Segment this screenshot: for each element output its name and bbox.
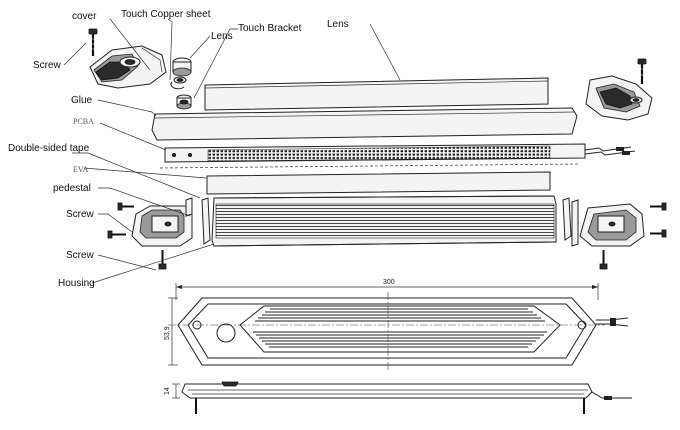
pedestal-right	[571, 199, 645, 247]
label-lens-small: Lens	[211, 31, 233, 42]
eva-strip	[206, 171, 551, 195]
double-sided-tape	[159, 163, 581, 169]
dimension-height: 14	[164, 387, 171, 395]
label-cover: cover	[72, 11, 97, 22]
dimension-length: 300	[383, 279, 395, 286]
label-lens-top: Lens	[327, 19, 349, 30]
screw-mid-left-1	[117, 202, 134, 211]
screw-bottom-right	[599, 250, 608, 270]
label-screw-bottom: Screw	[66, 250, 95, 261]
label-touch-bracket: Touch Bracket	[238, 23, 302, 34]
label-screw-top: Screw	[33, 60, 62, 71]
screw-mid-right-2	[650, 229, 667, 238]
housing-extrusion	[201, 195, 572, 247]
pedestal-left	[131, 197, 193, 247]
dimension-width: 53.9	[164, 326, 171, 340]
screw-mid-left-2	[107, 230, 126, 239]
lens-strip	[204, 77, 549, 111]
label-glue: Glue	[71, 95, 93, 106]
label-touch-copper-sheet: Touch Copper sheet	[121, 9, 211, 20]
screw-top-right	[637, 58, 647, 84]
screw-bottom-left	[158, 250, 167, 270]
pcba-board	[164, 143, 636, 163]
label-eva: EVA	[73, 165, 89, 174]
label-housing: Housing	[58, 278, 95, 289]
label-double-sided-tape: Double-sided tape	[8, 143, 90, 154]
label-pedestal: pedestal	[53, 183, 91, 194]
screw-top-left	[88, 28, 98, 56]
cover-left	[89, 45, 167, 89]
side-view	[172, 381, 632, 414]
screw-mid-right-1	[650, 202, 667, 211]
label-screw-mid: Screw	[66, 209, 95, 220]
plan-view	[168, 283, 629, 372]
glue-strip	[151, 107, 578, 141]
cover-right	[585, 75, 653, 121]
leader-lines	[63, 18, 401, 284]
label-pcba: PCBA	[73, 117, 94, 126]
small-lens-parts	[170, 57, 192, 110]
